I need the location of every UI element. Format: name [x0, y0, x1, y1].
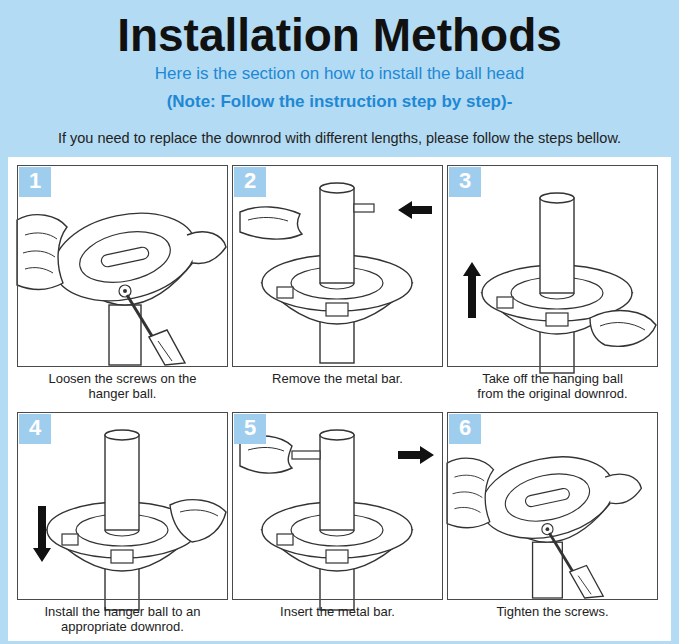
step-panel: Insert the metal bar.5 [232, 412, 443, 600]
step4-art [170, 500, 226, 542]
step-caption: Install the hanger ball to an appropriat… [18, 604, 227, 634]
step3-art [463, 193, 656, 373]
step-number-badge: 1 [19, 167, 51, 197]
step-caption: Take off the hanging ball from the origi… [448, 371, 657, 401]
note: (Note: Follow the instruction step by st… [0, 92, 679, 112]
step2-art [248, 217, 288, 221]
step2-art [354, 204, 374, 212]
step-panel: Install the hanger ball to an appropriat… [17, 412, 228, 600]
step-panel: Take off the hanging ball from the origi… [447, 165, 658, 367]
step1-art [17, 201, 226, 365]
step5-art [248, 447, 284, 451]
step-panel: Remove the metal bar.2 [232, 165, 443, 367]
step5-art [240, 430, 434, 610]
step5-art [398, 446, 434, 464]
step5-art [292, 451, 320, 459]
instruction: If you need to replace the downrod with … [0, 130, 679, 147]
step-number-badge: 3 [449, 167, 481, 197]
content-ground [8, 157, 671, 641]
step-caption: Loosen the screws on the hanger ball. [18, 371, 227, 401]
step-number: 5 [234, 414, 266, 442]
step3-art [463, 262, 481, 318]
step3-art [590, 311, 656, 347]
step-number: 2 [234, 167, 266, 195]
step6-art [447, 445, 641, 598]
step-caption: Remove the metal bar. [233, 371, 442, 386]
step-number-badge: 5 [234, 414, 266, 444]
subtitle: Here is the section on how to install th… [0, 64, 679, 84]
step2-art [398, 201, 432, 219]
step-number: 6 [449, 414, 481, 442]
step4-art [180, 510, 218, 516]
step3-art [600, 323, 645, 330]
step-number-badge: 2 [234, 167, 266, 197]
step-number: 4 [19, 414, 51, 442]
step-number-badge: 4 [19, 414, 51, 444]
step2-art [240, 207, 302, 239]
step-number: 3 [449, 167, 481, 195]
step-panel: Loosen the screws on the hanger ball.1 [17, 165, 228, 367]
step-caption: Tighten the screws. [448, 604, 657, 619]
step-caption: Insert the metal bar. [233, 604, 442, 619]
page-title: Installation Methods [0, 8, 679, 63]
step-panel: Tighten the screws.6 [447, 412, 658, 600]
step4-art [33, 430, 226, 610]
step2-art [240, 183, 432, 363]
step4-art [33, 506, 51, 562]
step-number: 1 [19, 167, 51, 195]
step-number-badge: 6 [449, 414, 481, 444]
